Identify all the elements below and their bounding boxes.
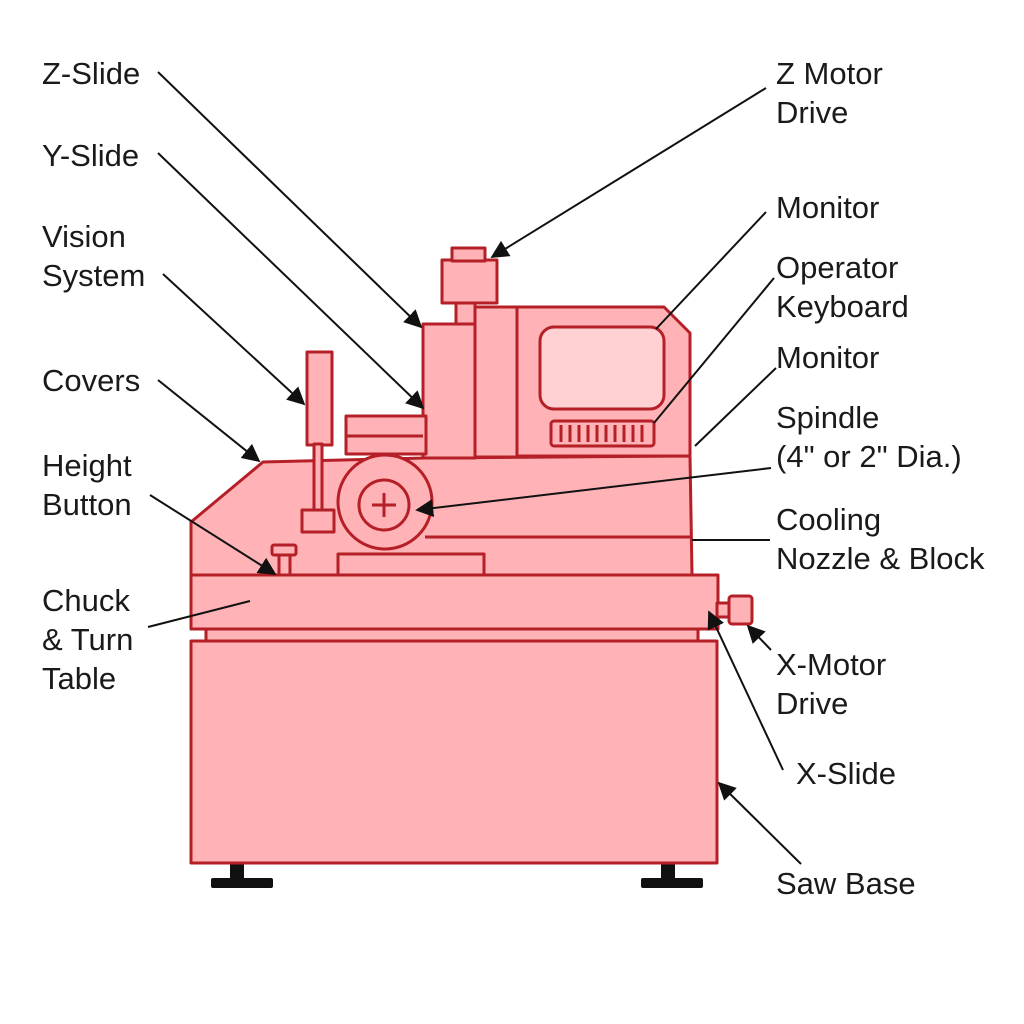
machine-illustration bbox=[189, 246, 754, 888]
label-saw-base: Saw Base bbox=[776, 866, 916, 901]
vision-system-post bbox=[312, 442, 324, 514]
label-chuck-turn-table: Chuck & Turn Table bbox=[42, 583, 134, 696]
label-spindle: Spindle (4" or 2" Dia.) bbox=[776, 400, 962, 474]
leader-lines bbox=[147, 71, 802, 865]
z-motor-drive bbox=[440, 258, 499, 305]
z-slide-block bbox=[421, 322, 477, 460]
saw-base-cabinet bbox=[189, 639, 719, 865]
label-z-slide: Z-Slide bbox=[42, 56, 141, 91]
label-y-slide: Y-Slide bbox=[42, 138, 140, 173]
label-monitor-lower: Monitor bbox=[776, 340, 880, 375]
monitor-screen bbox=[538, 325, 666, 411]
label-cooling-nozzle-block: Cooling Nozzle & Block bbox=[776, 502, 985, 576]
label-covers: Covers bbox=[42, 363, 141, 398]
label-monitor-top: Monitor bbox=[776, 190, 880, 225]
label-x-slide: X-Slide bbox=[796, 756, 896, 791]
y-slide-column bbox=[473, 305, 519, 459]
operator-keyboard bbox=[549, 419, 656, 448]
machine-feet bbox=[211, 864, 703, 888]
x-slide-table bbox=[189, 573, 720, 631]
spindle-base bbox=[336, 552, 486, 578]
label-x-motor-drive: X-Motor Drive bbox=[776, 647, 887, 721]
vision-system-camera bbox=[305, 350, 334, 447]
keyboard-keys bbox=[559, 425, 644, 442]
z-motor-cap bbox=[450, 246, 487, 263]
label-vision-system: Vision System bbox=[42, 219, 146, 293]
label-operator-keyboard: Operator Keyboard bbox=[776, 250, 909, 324]
label-height-button: Height Button bbox=[42, 448, 132, 522]
label-z-motor-drive: Z Motor Drive bbox=[776, 56, 883, 130]
vision-system-mount bbox=[300, 508, 336, 534]
base-rail bbox=[204, 627, 700, 643]
height-button-cap bbox=[270, 543, 298, 557]
x-motor-drive bbox=[727, 594, 754, 626]
